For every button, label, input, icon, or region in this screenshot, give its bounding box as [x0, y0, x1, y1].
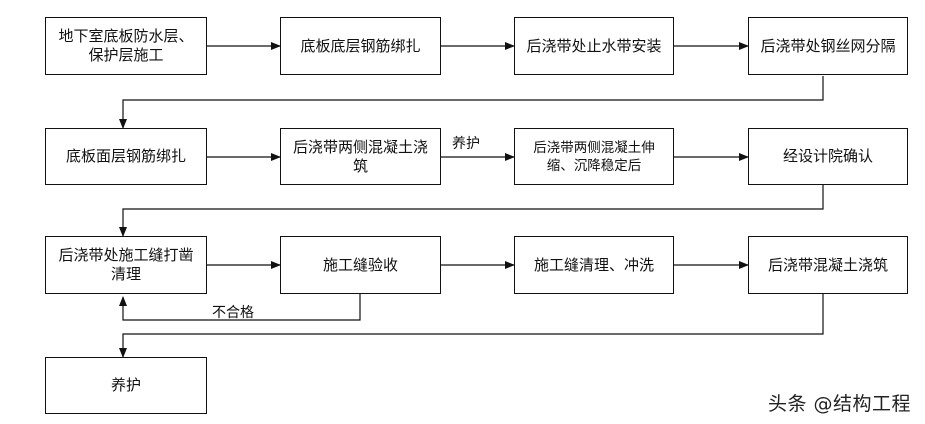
step-wire-mesh: 后浇带处钢丝网分隔 [748, 17, 908, 75]
step-joint-chiseling: 后浇带处施工缝打凿清理 [45, 236, 207, 294]
step-label: 地下室底板防水层、保护层施工 [58, 27, 194, 64]
edge-label-curing: 养护 [452, 136, 480, 152]
arrow-s4-s5 [119, 76, 824, 129]
step-waterproof-layer: 地下室底板防水层、保护层施工 [45, 17, 207, 75]
step-label: 后浇带两侧混凝土浇筑 [292, 137, 428, 175]
step-label: 后浇带两侧混凝土伸缩、沉降稳定后 [533, 139, 655, 174]
watermark-text: 头条 @结构工程 [767, 393, 911, 415]
step-label: 养护 [110, 376, 141, 394]
step-joint-cleaning: 施工缝清理、冲洗 [514, 236, 674, 294]
step-label: 经设计院确认 [782, 147, 873, 165]
arrow-s8-s9 [119, 185, 824, 237]
step-label: 施工缝清理、冲洗 [533, 255, 654, 274]
step-final-curing: 养护 [45, 357, 207, 414]
edge-label-fail: 不合格 [212, 305, 254, 321]
step-label: 后浇带处施工缝打凿清理 [58, 246, 194, 283]
step-label: 后浇带混凝土浇筑 [767, 255, 888, 274]
step-side-concrete-pour: 后浇带两侧混凝土浇筑 [280, 128, 441, 185]
step-joint-acceptance: 施工缝验收 [280, 236, 441, 294]
step-label: 底板底层钢筋绑扎 [300, 36, 421, 55]
arrow-s12-s13 [119, 294, 824, 358]
step-label: 施工缝验收 [322, 255, 398, 274]
step-label: 后浇带处钢丝网分隔 [760, 36, 896, 55]
step-label: 后浇带处止水带安装 [526, 36, 662, 55]
step-waterstop-install: 后浇带处止水带安装 [514, 17, 674, 75]
step-top-rebar: 底板面层钢筋绑扎 [45, 128, 207, 185]
step-bottom-rebar: 底板底层钢筋绑扎 [280, 17, 441, 75]
arrow-fail-loop [119, 294, 361, 321]
step-design-confirm: 经设计院确认 [748, 128, 908, 185]
step-settlement-stable: 后浇带两侧混凝土伸缩、沉降稳定后 [514, 128, 674, 185]
step-label: 底板面层钢筋绑扎 [65, 147, 186, 165]
step-post-pour-concrete: 后浇带混凝土浇筑 [748, 236, 908, 294]
